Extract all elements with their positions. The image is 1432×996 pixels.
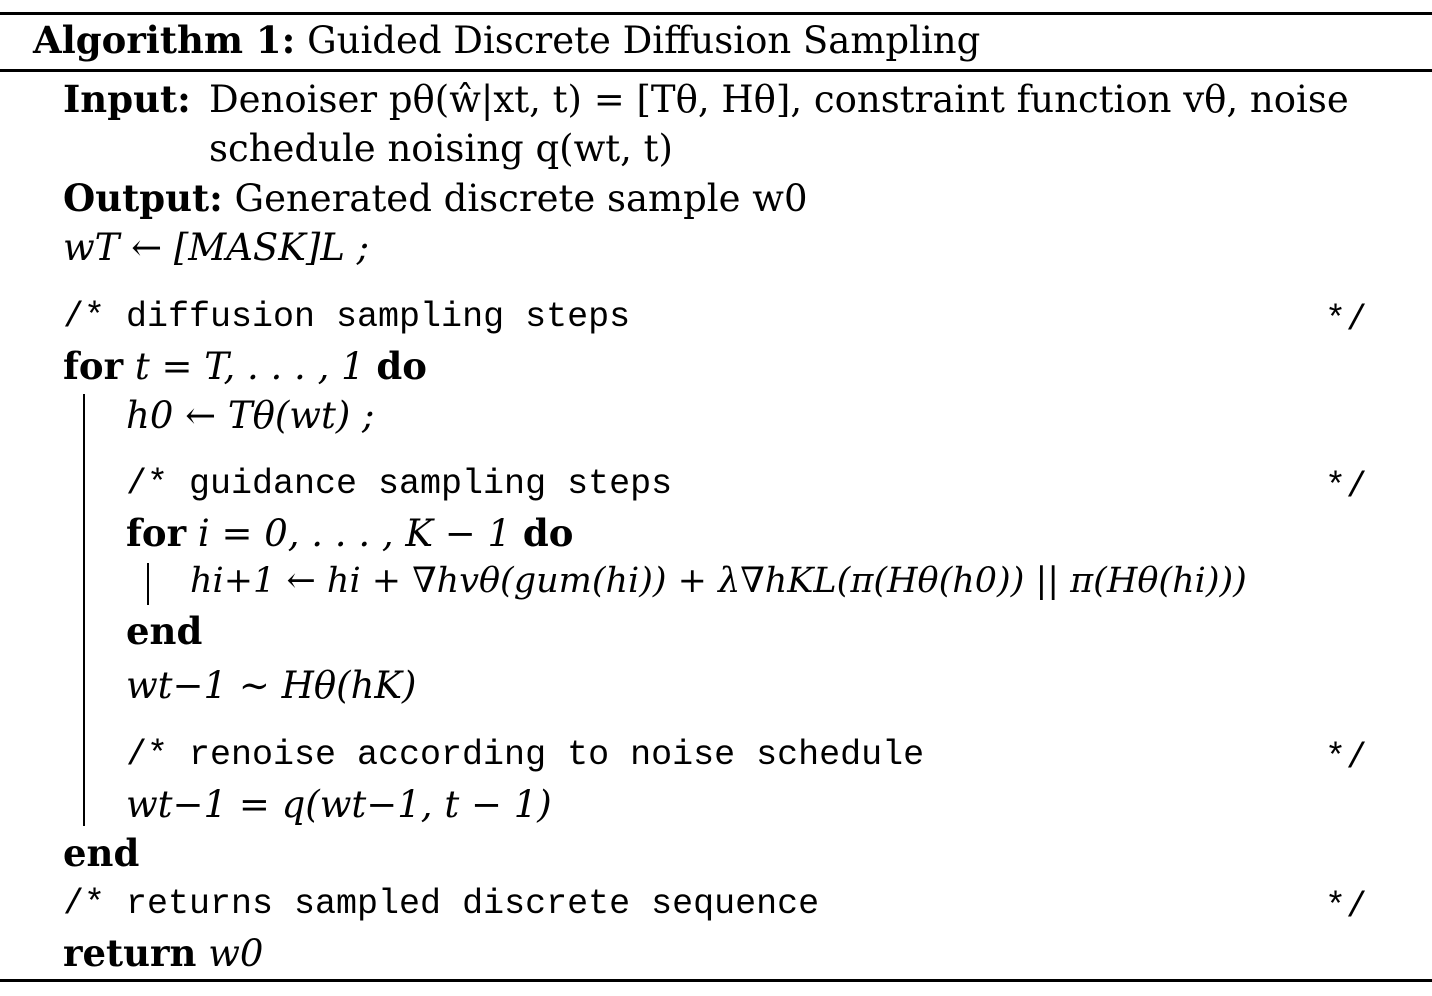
- input-line-2: schedule noising q(wt, t): [209, 127, 673, 170]
- input-keyword: Input:: [63, 77, 191, 121]
- comment-renoise: /* renoise according to noise schedule: [126, 735, 925, 775]
- comment-close: */: [1325, 467, 1368, 507]
- inner-for-line: for i = 0, . . . , K − 1 do: [126, 511, 574, 555]
- output-line: Output: Generated discrete sample w0: [63, 177, 808, 220]
- comment-diffusion: /* diffusion sampling steps: [63, 297, 631, 337]
- algorithm-title: Guided Discrete Diffusion Sampling: [307, 19, 981, 62]
- update-line: hi+1 ← hi + ∇hvθ(gum(hi)) + λ∇hKL(π(Hθ(h…: [190, 561, 1247, 601]
- inner-end: end: [126, 609, 203, 653]
- algorithm-label: Algorithm 1:: [33, 18, 296, 62]
- outer-for-line: for t = T, . . . , 1 do: [63, 344, 427, 388]
- return-line: return w0: [63, 931, 264, 975]
- init-line: wT ← [MASK]L ;: [63, 226, 370, 269]
- input-line-1: Denoiser pθ(ŵ|xt, t) = [Tθ, Hθ], constra…: [209, 78, 1349, 121]
- top-rule: [0, 12, 1432, 15]
- header-rule: [0, 69, 1432, 72]
- algorithm-header: Algorithm 1: Guided Discrete Diffusion S…: [33, 19, 981, 62]
- outer-end: end: [63, 831, 140, 875]
- inner-loop-bar: [147, 563, 149, 605]
- h0-line: h0 ← Tθ(wt) ;: [126, 394, 375, 437]
- output-text: Generated discrete sample w0: [234, 177, 808, 220]
- comment-close: */: [1325, 738, 1368, 778]
- comment-guidance: /* guidance sampling steps: [126, 464, 673, 504]
- output-keyword: Output:: [63, 176, 223, 220]
- comment-close: */: [1325, 887, 1368, 927]
- comment-return: /* returns sampled discrete sequence: [63, 884, 820, 924]
- sample-line: wt−1 ∼ Hθ(hK): [126, 664, 417, 707]
- renoise-line: wt−1 = q(wt−1, t − 1): [126, 783, 552, 826]
- bottom-rule: [0, 979, 1432, 982]
- outer-loop-bar: [83, 394, 85, 826]
- comment-close: */: [1325, 300, 1368, 340]
